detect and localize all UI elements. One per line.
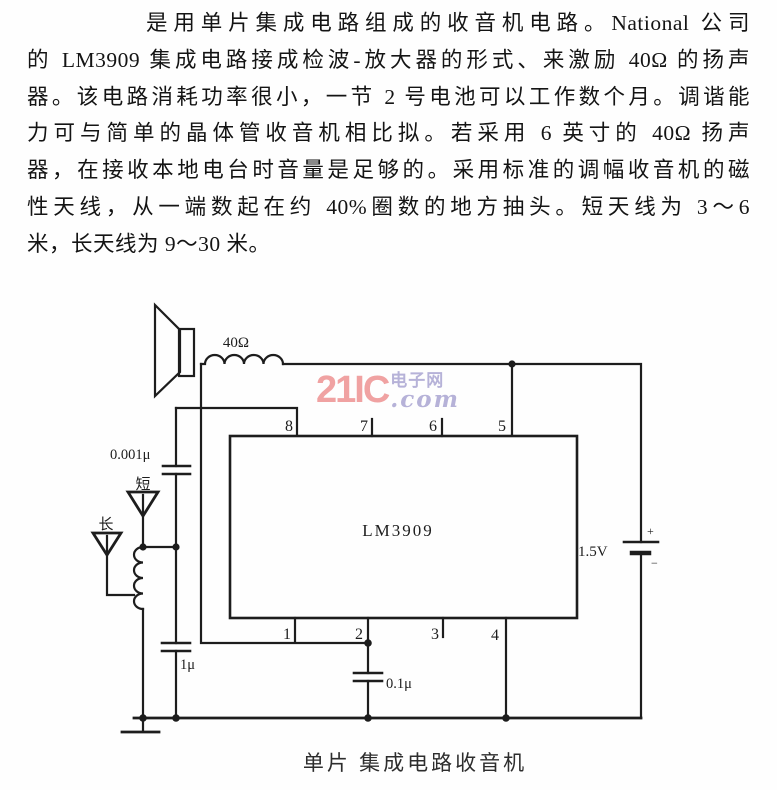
short-antenna-icon bbox=[125, 490, 161, 549]
watermark-21ic: 21IC 电子网 .com bbox=[316, 369, 460, 413]
battery-voltage-label: 1.5V bbox=[578, 544, 608, 560]
paragraph-line-2: 的 LM3909 集成电路接成检波-放大器的形式、来激励 40Ω 的扬声 bbox=[27, 47, 750, 72]
watermark-dotcom-text: .com bbox=[390, 385, 460, 413]
short-antenna-label: 短 bbox=[135, 476, 150, 493]
ic-label: LM3909 bbox=[362, 521, 434, 540]
watermark-brand-text: 21IC bbox=[316, 369, 390, 411]
paragraph-line-4: 力可与简单的晶体管收音机相比拟。若采用 6 英寸的 40Ω 扬声 bbox=[27, 121, 750, 146]
figure-caption: 单片 集成电路收音机 bbox=[302, 751, 528, 775]
paragraph-line-6: 性天线，从一端数起在约 40%圈数的地方抽头。短天线为 3～6 bbox=[27, 194, 750, 219]
pin-label-4: 4 bbox=[491, 627, 499, 644]
paragraph-line-1: 是用单片集成电路组成的收音机电路。National 公司 bbox=[146, 11, 750, 35]
speaker-icon bbox=[153, 302, 196, 399]
watermark-right-column: 电子网 .com bbox=[390, 371, 460, 413]
junction-dot bbox=[364, 714, 372, 722]
paragraph-line-5: 器，在接收本地电台时音量是足够的。采用标准的调幅收音机的磁 bbox=[27, 158, 750, 183]
pin-label-5: 5 bbox=[498, 418, 506, 435]
bypass-cap-label: 0.1μ bbox=[386, 676, 412, 692]
battery-plus-label: + bbox=[647, 524, 654, 538]
intro-paragraph: 是用单片集成电路组成的收音机电路。National 公司 的 LM3909 集成… bbox=[27, 5, 750, 263]
pin8-wire bbox=[174, 406, 299, 438]
junction-dot bbox=[172, 714, 180, 722]
speaker-impedance-label: 40Ω bbox=[223, 335, 249, 351]
battery-minus-label: − bbox=[651, 556, 658, 570]
tank-cap-label: 1μ bbox=[180, 657, 195, 673]
paragraph-line-7: 米，长天线为 9～30 米。 bbox=[27, 231, 271, 256]
pin-label-3: 3 bbox=[431, 626, 439, 643]
junction-dot bbox=[508, 360, 516, 368]
pin-ticks bbox=[293, 417, 445, 645]
ic-body bbox=[228, 434, 579, 620]
top-supply-wire bbox=[281, 362, 643, 544]
pin-label-1: 1 bbox=[283, 626, 291, 643]
coupling-capacitor-icon bbox=[161, 406, 192, 549]
paragraph-line-3: 器。该电路消耗功率很小，一节 2 号电池可以工作数个月。调谐能 bbox=[27, 84, 750, 109]
coupling-cap-label: 0.001μ bbox=[110, 447, 151, 463]
battery-icon bbox=[622, 540, 660, 720]
pin-label-2: 2 bbox=[355, 626, 363, 643]
junction-dot bbox=[502, 714, 510, 722]
speaker-return-wire bbox=[199, 362, 370, 645]
bypass-capacitor-icon bbox=[352, 641, 384, 720]
long-antenna-icon bbox=[90, 531, 136, 597]
antenna-coil-icon bbox=[132, 545, 145, 720]
pin-label-6: 6 bbox=[429, 418, 437, 435]
ground-icon bbox=[120, 716, 161, 734]
watermark-site-text: 电子网 bbox=[390, 371, 445, 390]
pin-label-7: 7 bbox=[360, 418, 368, 435]
speaker-coil-icon bbox=[199, 353, 285, 366]
pin-label-8: 8 bbox=[285, 418, 293, 435]
long-antenna-label: 长 bbox=[98, 516, 113, 533]
tank-capacitor-icon bbox=[160, 545, 192, 720]
